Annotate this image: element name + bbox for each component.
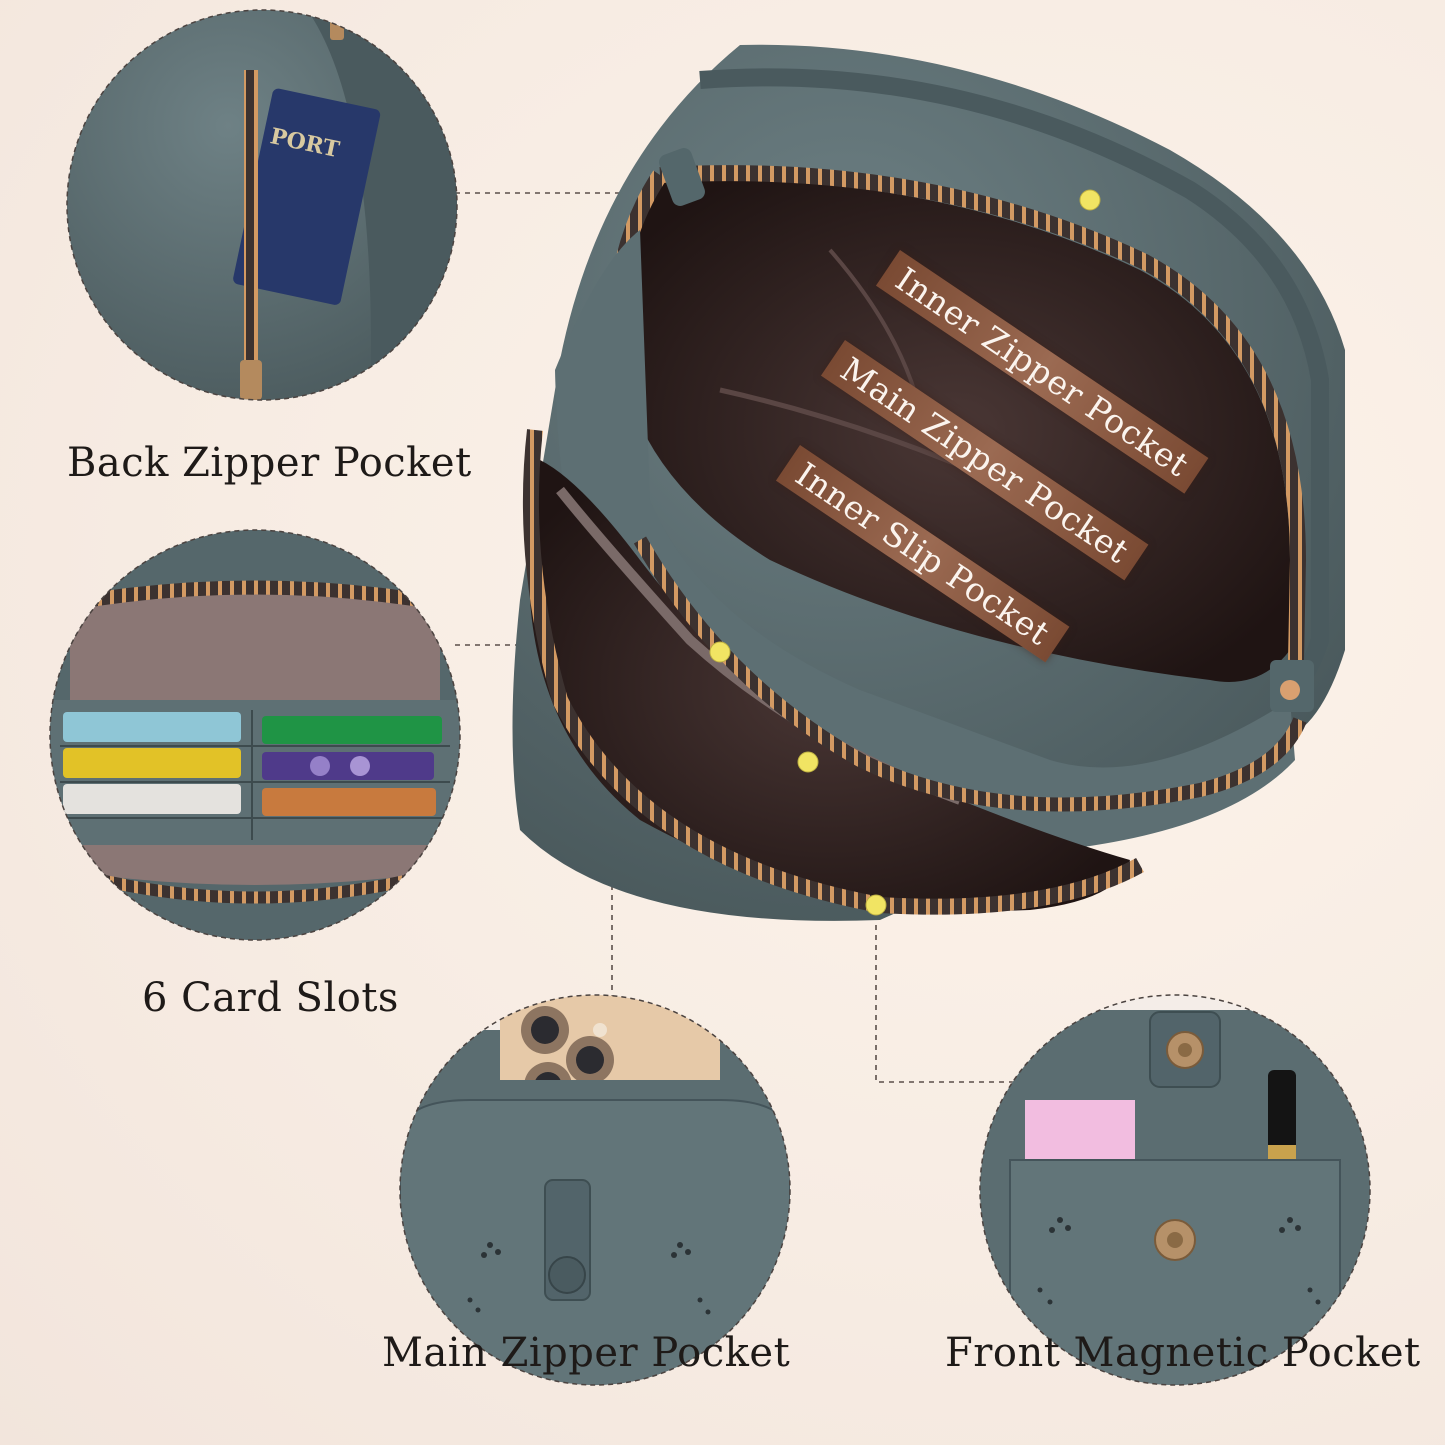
back-pocket-detail: PORT	[66, 9, 458, 401]
main-bag	[512, 44, 1345, 921]
card-slots-detail	[49, 529, 461, 941]
front-pocket-detail	[979, 994, 1371, 1386]
front-magnetic-pocket-label: Front Magnetic Pocket	[945, 1330, 1421, 1376]
card-slots-label: 6 Card Slots	[142, 975, 399, 1021]
main-zipper-pocket-label: Main Zipper Pocket	[382, 1330, 791, 1376]
hotspot-markers	[709, 189, 1101, 916]
back-zipper-pocket-label: Back Zipper Pocket	[67, 440, 472, 486]
main-pocket-detail	[399, 994, 791, 1386]
